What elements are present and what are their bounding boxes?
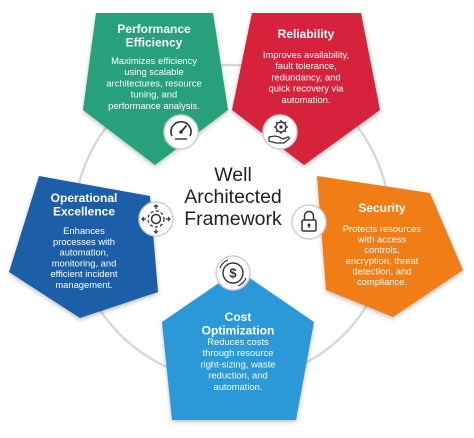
card-title-line: Reliability [278, 27, 335, 41]
card-description-line: encryption, threat [346, 255, 419, 266]
speedometer-icon [163, 114, 199, 150]
card-description-line: monitoring, and [52, 257, 117, 268]
card-title-line: Excellence [53, 205, 115, 219]
card-description-line: quick recovery via [268, 83, 344, 94]
card-description-line: Reduces costs [207, 336, 269, 347]
card-description-line: processes with [53, 236, 115, 247]
card-description-line: management. [55, 279, 112, 290]
card-title-line: Optimization [202, 324, 275, 338]
card-title: Security [358, 201, 406, 215]
card-description-line: performance analysis. [108, 100, 200, 111]
card-title-line: Operational [51, 191, 118, 205]
card-title-line: Efficiency [126, 36, 183, 50]
card-description: Improves availability,fault tolerance,re… [263, 49, 349, 105]
card-title-line: Security [358, 201, 406, 215]
card-description-line: tuning, and [131, 89, 177, 100]
svg-text:$: $ [229, 266, 237, 281]
card-description-line: through resource [203, 347, 274, 358]
center-title-line: Framework [184, 208, 282, 230]
card-description-line: with access [357, 234, 407, 245]
card-description-line: automation. [282, 94, 331, 105]
card-description-line: automation. [214, 381, 263, 392]
card-description-line: reduction, and [208, 370, 267, 381]
card-title-line: Cost [225, 310, 252, 324]
card-description-line: compliance. [357, 276, 407, 287]
card-description-line: Protects resources [343, 223, 421, 234]
card-description-line: right-sizing, waste [200, 358, 275, 369]
center-title-line: Architected [184, 186, 282, 208]
card-description-line: controls, [364, 244, 399, 255]
card-description-line: Improves availability, [263, 49, 349, 60]
card-description-line: architectures, resource [106, 77, 201, 88]
card-description-line: automation, [60, 247, 109, 258]
card-description-line: using scalable [124, 66, 183, 77]
card-description-line: redundancy, and [271, 71, 340, 82]
center-title-line: Well [214, 164, 252, 186]
card-shape [9, 176, 158, 318]
card-description-line: efficient incident [50, 268, 117, 279]
card-description-line: fault tolerance, [275, 60, 337, 71]
card-title-line: Performance [117, 22, 191, 36]
card-shape [317, 176, 463, 317]
pillar-card-reliability: Reliability Improves availability,fault … [232, 13, 380, 165]
dollar-coin-icon: $ [215, 255, 251, 291]
lock-icon [291, 204, 327, 240]
card-description-line: detection, and [353, 265, 412, 276]
hand-gear-icon [262, 114, 298, 150]
card-description-line: Enhances [63, 225, 105, 236]
card-title: Reliability [278, 27, 335, 41]
card-shape [162, 270, 314, 420]
gear-arrows-icon [138, 201, 174, 237]
card-description-line: Maximizes efficiency [111, 55, 197, 66]
